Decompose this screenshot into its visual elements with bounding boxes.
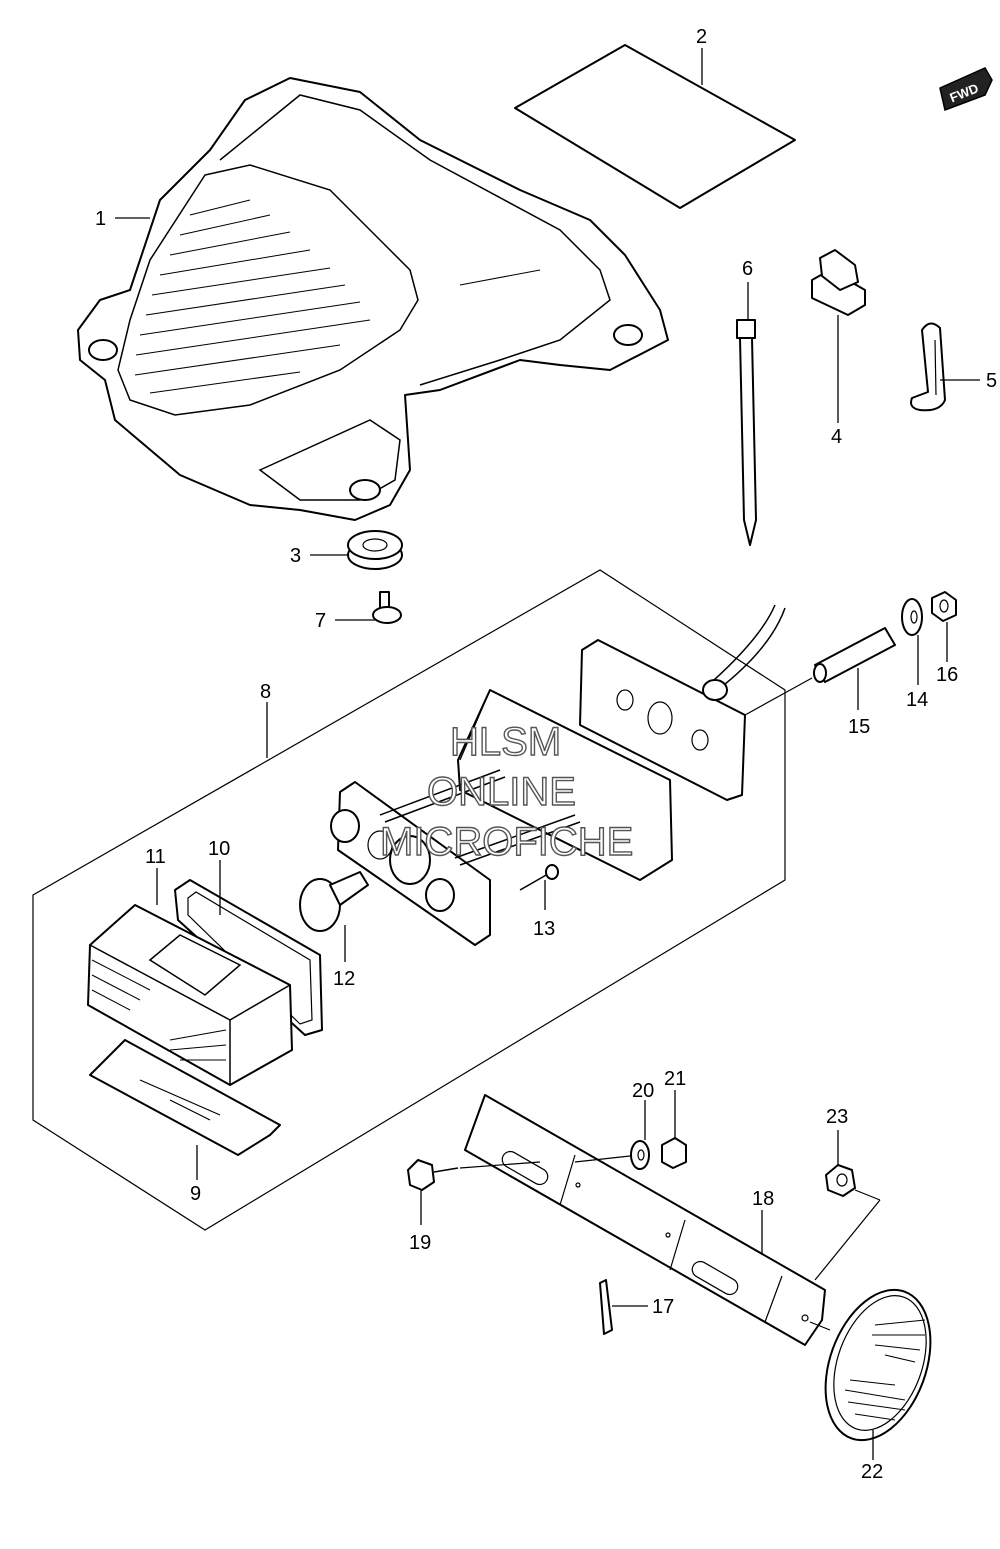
part-17-label: 17 bbox=[599, 1279, 674, 1335]
part-22-round-reflector: 22 bbox=[809, 1288, 932, 1483]
callout-1: 1 bbox=[95, 208, 106, 230]
callout-13: 13 bbox=[533, 918, 555, 940]
watermark: HLSM ONLINE MICROFICHE bbox=[379, 719, 634, 864]
callout-16: 16 bbox=[936, 664, 958, 686]
part-1-tail-cover: 1 bbox=[77, 77, 669, 521]
callout-18: 18 bbox=[752, 1188, 774, 1210]
callout-6: 6 bbox=[742, 258, 753, 280]
part-8-assembly-outline: 8 bbox=[32, 569, 786, 1231]
callout-19: 19 bbox=[409, 1232, 431, 1254]
callout-8: 8 bbox=[260, 681, 271, 703]
callout-9: 9 bbox=[190, 1183, 201, 1205]
part-13-screw: 13 bbox=[519, 864, 559, 940]
part-23-nut: 23 bbox=[814, 1106, 881, 1281]
callout-15: 15 bbox=[848, 716, 870, 738]
part-12-bulb: 12 bbox=[299, 871, 369, 990]
callout-3: 3 bbox=[290, 545, 301, 567]
fwd-arrow-icon: FWD bbox=[939, 67, 993, 112]
part-18-bracket: 18 bbox=[464, 1094, 826, 1346]
part-2-label: 2 bbox=[514, 26, 796, 209]
callout-22: 22 bbox=[861, 1461, 883, 1483]
part-19-bolt: 19 bbox=[407, 1159, 541, 1254]
callout-14: 14 bbox=[906, 689, 928, 711]
callout-21: 21 bbox=[664, 1068, 686, 1090]
callout-11: 11 bbox=[145, 846, 166, 868]
part-lamp-housing bbox=[457, 604, 786, 881]
watermark-line2: ONLINE bbox=[427, 770, 576, 814]
part-21-nut: 21 bbox=[574, 1068, 687, 1169]
part-9-reflector-strip: 9 bbox=[89, 1039, 281, 1205]
callout-5: 5 bbox=[986, 370, 997, 392]
part-16-nut: 16 bbox=[931, 591, 958, 686]
part-5-strap: 5 bbox=[910, 322, 997, 412]
watermark-line3: MICROFICHE bbox=[380, 820, 633, 864]
part-6-cable-tie: 6 bbox=[736, 258, 757, 546]
part-socket-plate bbox=[330, 769, 581, 946]
part-7-screw: 7 bbox=[315, 591, 402, 632]
callout-2: 2 bbox=[696, 26, 707, 48]
part-3-grommet: 3 bbox=[290, 530, 403, 570]
callout-10: 10 bbox=[208, 838, 230, 860]
part-20-washer: 20 bbox=[630, 1080, 654, 1170]
callout-23: 23 bbox=[826, 1106, 848, 1128]
callout-12: 12 bbox=[333, 968, 355, 990]
part-15-collar: 15 bbox=[744, 627, 896, 738]
callout-20: 20 bbox=[632, 1080, 654, 1102]
part-4-clamp: 4 bbox=[811, 249, 866, 448]
callout-4: 4 bbox=[831, 426, 842, 448]
callout-7: 7 bbox=[315, 610, 326, 632]
callout-17: 17 bbox=[652, 1296, 674, 1318]
part-14-washer: 14 bbox=[901, 598, 928, 711]
part-11-lens: 11 bbox=[87, 846, 293, 1086]
watermark-line1: HLSM bbox=[450, 720, 561, 764]
